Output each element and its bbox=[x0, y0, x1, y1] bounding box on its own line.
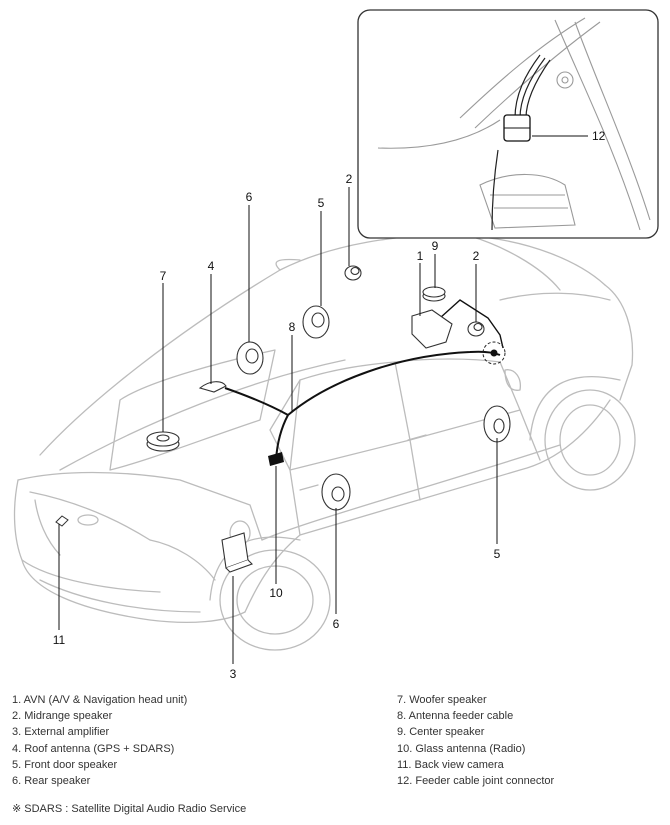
legend-item: 1. AVN (A/V & Navigation head unit) bbox=[12, 694, 188, 706]
footnote: ※ SDARS : Satellite Digital Audio Radio … bbox=[12, 803, 247, 815]
midrange-speaker-right bbox=[467, 321, 485, 337]
external-amplifier bbox=[221, 532, 253, 573]
legend-item: 11. Back view camera bbox=[397, 758, 504, 771]
woofer-speaker bbox=[146, 431, 180, 452]
front-door-speaker-lower bbox=[483, 405, 511, 443]
callout-5-upper: 5 bbox=[318, 196, 325, 210]
glass-antenna bbox=[268, 452, 284, 466]
callout-9: 9 bbox=[432, 239, 439, 253]
avn-head-unit bbox=[411, 309, 453, 349]
legend-item: 6. Rear speaker bbox=[12, 775, 91, 788]
legend-item: 8. Antenna feeder cable bbox=[397, 710, 514, 723]
callout-6-upper: 6 bbox=[246, 190, 253, 204]
legend-right: 7. Woofer speaker 8. Antenna feeder cabl… bbox=[397, 692, 554, 789]
legend-item: 12. Feeder cable joint connector bbox=[397, 775, 555, 788]
leader-lines bbox=[58, 187, 498, 664]
callout-2-left: 2 bbox=[346, 172, 353, 186]
legend-item: 4. Roof antenna (GPS + SDARS) bbox=[12, 742, 175, 755]
midrange-speaker-left bbox=[344, 265, 362, 281]
callout-1: 1 bbox=[417, 249, 424, 263]
legend-left: 1. AVN (A/V & Navigation head unit) 2. M… bbox=[12, 692, 187, 789]
legend-item: 7. Woofer speaker bbox=[397, 694, 487, 706]
legend-item: 5. Front door speaker bbox=[12, 758, 118, 771]
antenna-feeder-cable bbox=[224, 350, 501, 461]
callout-7: 7 bbox=[160, 269, 167, 283]
callout-6-lower: 6 bbox=[333, 617, 340, 631]
legend-item: 9. Center speaker bbox=[397, 726, 485, 739]
audio-system-diagram: 1 2 2 3 4 5 5 6 6 7 8 9 10 11 12 bbox=[13, 9, 659, 681]
callout-8: 8 bbox=[289, 320, 296, 334]
callout-12: 12 bbox=[592, 129, 606, 143]
back-view-camera bbox=[55, 515, 69, 527]
legend-item: 3. External amplifier bbox=[12, 726, 110, 739]
callout-5-lower: 5 bbox=[494, 547, 501, 561]
inset-detail bbox=[357, 9, 659, 239]
callout-2-right: 2 bbox=[473, 249, 480, 263]
rear-speaker-upper bbox=[236, 341, 264, 375]
callout-10: 10 bbox=[269, 586, 283, 600]
legend-item: 10. Glass antenna (Radio) bbox=[397, 742, 526, 755]
connector-location-marker bbox=[482, 341, 506, 365]
roof-antenna bbox=[198, 381, 227, 393]
rear-speaker-lower bbox=[321, 473, 351, 511]
front-door-speaker-upper bbox=[302, 305, 330, 339]
center-speaker bbox=[422, 286, 446, 302]
callout-4: 4 bbox=[208, 259, 215, 273]
car-outline bbox=[13, 234, 636, 651]
callout-3: 3 bbox=[230, 667, 237, 681]
legend-item: 2. Midrange speaker bbox=[12, 710, 113, 723]
callout-11: 11 bbox=[53, 633, 66, 647]
